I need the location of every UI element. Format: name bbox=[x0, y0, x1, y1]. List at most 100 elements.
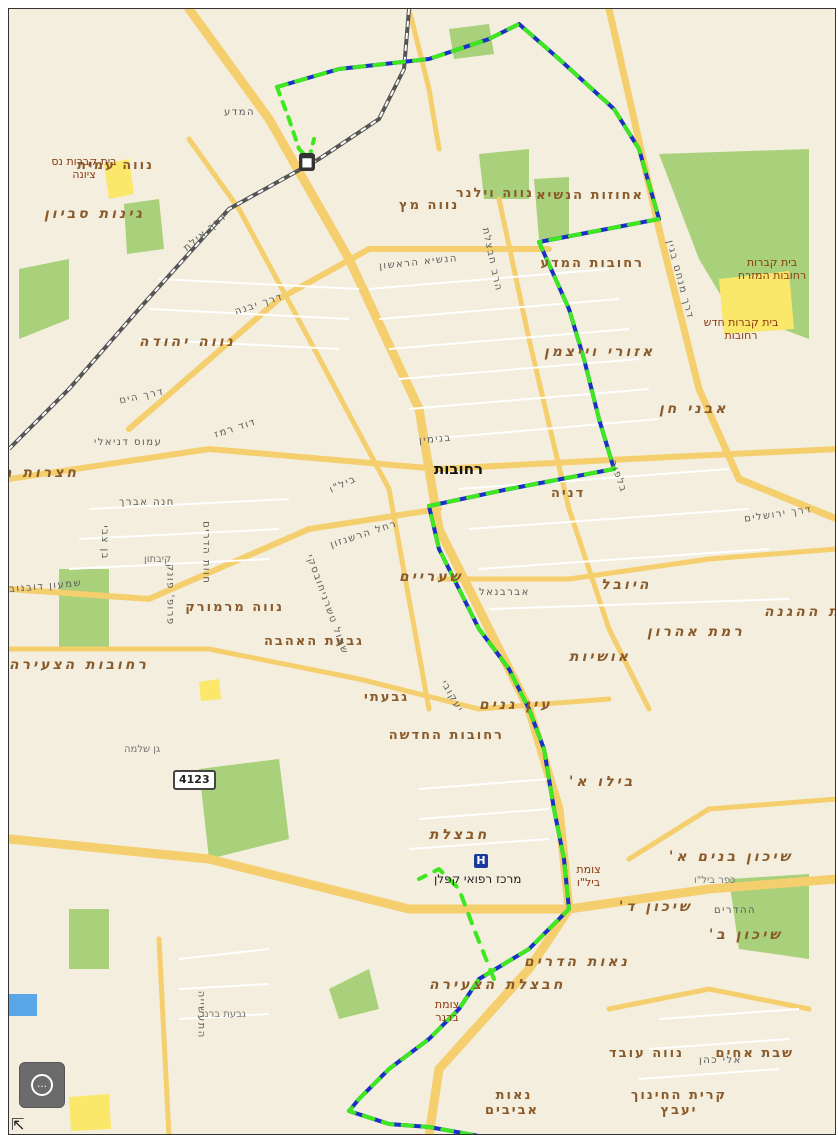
neighborhood-label: דניה bbox=[551, 486, 586, 501]
neighborhood-label: שיכון ב' bbox=[709, 927, 783, 943]
water-area bbox=[9, 994, 37, 1016]
street-label: עמוס דניאלי bbox=[94, 437, 163, 448]
neighborhood-label: גינות סביון bbox=[44, 206, 145, 222]
street-label: המדע bbox=[224, 107, 256, 118]
place-label: גבעת ברנר bbox=[199, 1009, 246, 1020]
neighborhood-label: שעריים bbox=[399, 569, 464, 585]
map-canvas[interactable]: נווה עמית גינות סביון נווה מץ נווה וילנר… bbox=[8, 8, 836, 1135]
street-label: חוות הדרים bbox=[200, 521, 212, 585]
neighborhood-label: נווה וילנר bbox=[455, 186, 534, 201]
neighborhood-label: בילו א' bbox=[569, 774, 636, 790]
cemetery-label: בית קברות חדש רחובות bbox=[703, 316, 779, 342]
road bbox=[156, 936, 172, 1134]
neighborhood-label: קרית החינוך יעבץ bbox=[630, 1088, 728, 1118]
park-label: גן שלמה bbox=[124, 744, 161, 755]
cemetery-areas bbox=[69, 159, 794, 1131]
park-area bbox=[479, 149, 529, 199]
road bbox=[436, 546, 835, 582]
road bbox=[606, 986, 812, 1012]
neighborhood-label: רמת אהרון bbox=[647, 624, 745, 640]
railway bbox=[9, 9, 411, 451]
neighborhood-label: נווה מרמורק bbox=[185, 600, 284, 615]
junction-label: צומת ביל"ו bbox=[576, 863, 601, 889]
cemetery-area bbox=[719, 271, 794, 334]
neighborhood-label: נווה עובד bbox=[609, 1046, 684, 1061]
street-label: חנה אברך bbox=[119, 497, 175, 508]
place-label: כפר ביל"ו bbox=[694, 875, 736, 886]
expand-icon[interactable]: ⇱ bbox=[11, 1115, 25, 1134]
route-line-inner bbox=[275, 22, 661, 1134]
train-station-icon[interactable]: ■ bbox=[299, 153, 315, 171]
road bbox=[626, 796, 835, 862]
neighborhood-label: נווה יהודה bbox=[139, 334, 236, 350]
minor-street bbox=[408, 778, 550, 850]
neighborhood-label: רחובות הצעירה bbox=[9, 657, 149, 673]
road bbox=[9, 506, 442, 603]
neighborhood-label: עין גנים bbox=[479, 697, 553, 713]
road bbox=[406, 9, 442, 152]
route-number-shield: 4123 bbox=[173, 770, 216, 790]
neighborhood-label: אחוזות הנשיא bbox=[536, 188, 644, 203]
minor-street bbox=[178, 948, 270, 1020]
road bbox=[496, 196, 652, 712]
neighborhood-label: חבצלת bbox=[429, 827, 490, 843]
park-area bbox=[19, 259, 69, 339]
hospital-icon[interactable]: H bbox=[474, 854, 488, 868]
neighborhood-label: שיכון ד' bbox=[619, 899, 693, 915]
place-label: קיבתון bbox=[144, 554, 172, 565]
minor-street bbox=[138, 278, 360, 350]
neighborhood-label: נווה עמית bbox=[76, 158, 154, 173]
street-label: פרופ' פונק bbox=[164, 563, 176, 626]
minor-street bbox=[458, 468, 790, 610]
neighborhood-label: רחובות החדשה bbox=[388, 728, 504, 743]
cemetery-area bbox=[69, 1094, 111, 1131]
junction-label: צומת ברנר bbox=[434, 998, 460, 1024]
neighborhood-label: גבעת האהבה bbox=[264, 634, 364, 649]
street-label: בן צבי bbox=[99, 525, 111, 561]
hospital-label: מרכז רפואי קפלן bbox=[434, 872, 522, 886]
railway-line bbox=[9, 9, 411, 451]
street-label: אברבנאל bbox=[479, 587, 530, 598]
street-label: אלי כהן bbox=[699, 1055, 742, 1066]
minor-street bbox=[68, 498, 290, 570]
park-area bbox=[124, 199, 164, 254]
street-label: ההדרים bbox=[714, 905, 757, 916]
cemetery-area bbox=[104, 159, 134, 199]
neighborhood-label: שבת אחים bbox=[715, 1046, 794, 1061]
neighborhood-label: רחובות המדע bbox=[540, 256, 644, 271]
neighborhood-label: שיכון בנים א' bbox=[669, 849, 794, 865]
route bbox=[275, 22, 661, 1134]
park-area bbox=[329, 969, 379, 1019]
neighborhood-label: בית ההגנה bbox=[764, 604, 835, 620]
cemetery-area bbox=[199, 679, 221, 701]
neighborhood-label: נווה מץ bbox=[399, 198, 460, 213]
road bbox=[9, 646, 612, 712]
neighborhood-label: חבצלת הצעירה bbox=[429, 977, 566, 993]
neighborhood-label: נאות אביבים bbox=[484, 1088, 539, 1118]
park-area bbox=[69, 909, 109, 969]
neighborhood-label: אזורי וייצמן bbox=[544, 344, 656, 360]
cemetery-label: בית קברות נס ציונה bbox=[51, 155, 117, 181]
minor-street bbox=[638, 1008, 800, 1080]
neighborhood-label: גבעתי bbox=[364, 690, 410, 705]
minor-street bbox=[368, 268, 660, 440]
road bbox=[9, 445, 835, 482]
park-area bbox=[729, 874, 809, 959]
road bbox=[9, 834, 835, 914]
chat-bubble-icon: … bbox=[31, 1074, 53, 1096]
park-area bbox=[199, 759, 289, 859]
city-label: רחובות bbox=[434, 460, 484, 478]
cemetery-label: בית קברות רחובות המזרח bbox=[737, 256, 807, 282]
neighborhood-label: חצרות המושבה bbox=[9, 465, 79, 481]
park-area bbox=[59, 569, 109, 649]
map-layer bbox=[9, 9, 835, 1134]
neighborhood-label: היובל bbox=[601, 577, 652, 593]
chat-button[interactable]: … bbox=[19, 1062, 65, 1108]
minor-streets bbox=[68, 268, 800, 1080]
road bbox=[126, 246, 552, 432]
neighborhood-label: נאות הדרים bbox=[524, 954, 630, 970]
road bbox=[186, 136, 432, 712]
neighborhood-label: אבני חן bbox=[659, 401, 729, 417]
park-area bbox=[534, 177, 569, 239]
neighborhood-label: אושיות bbox=[569, 649, 631, 665]
